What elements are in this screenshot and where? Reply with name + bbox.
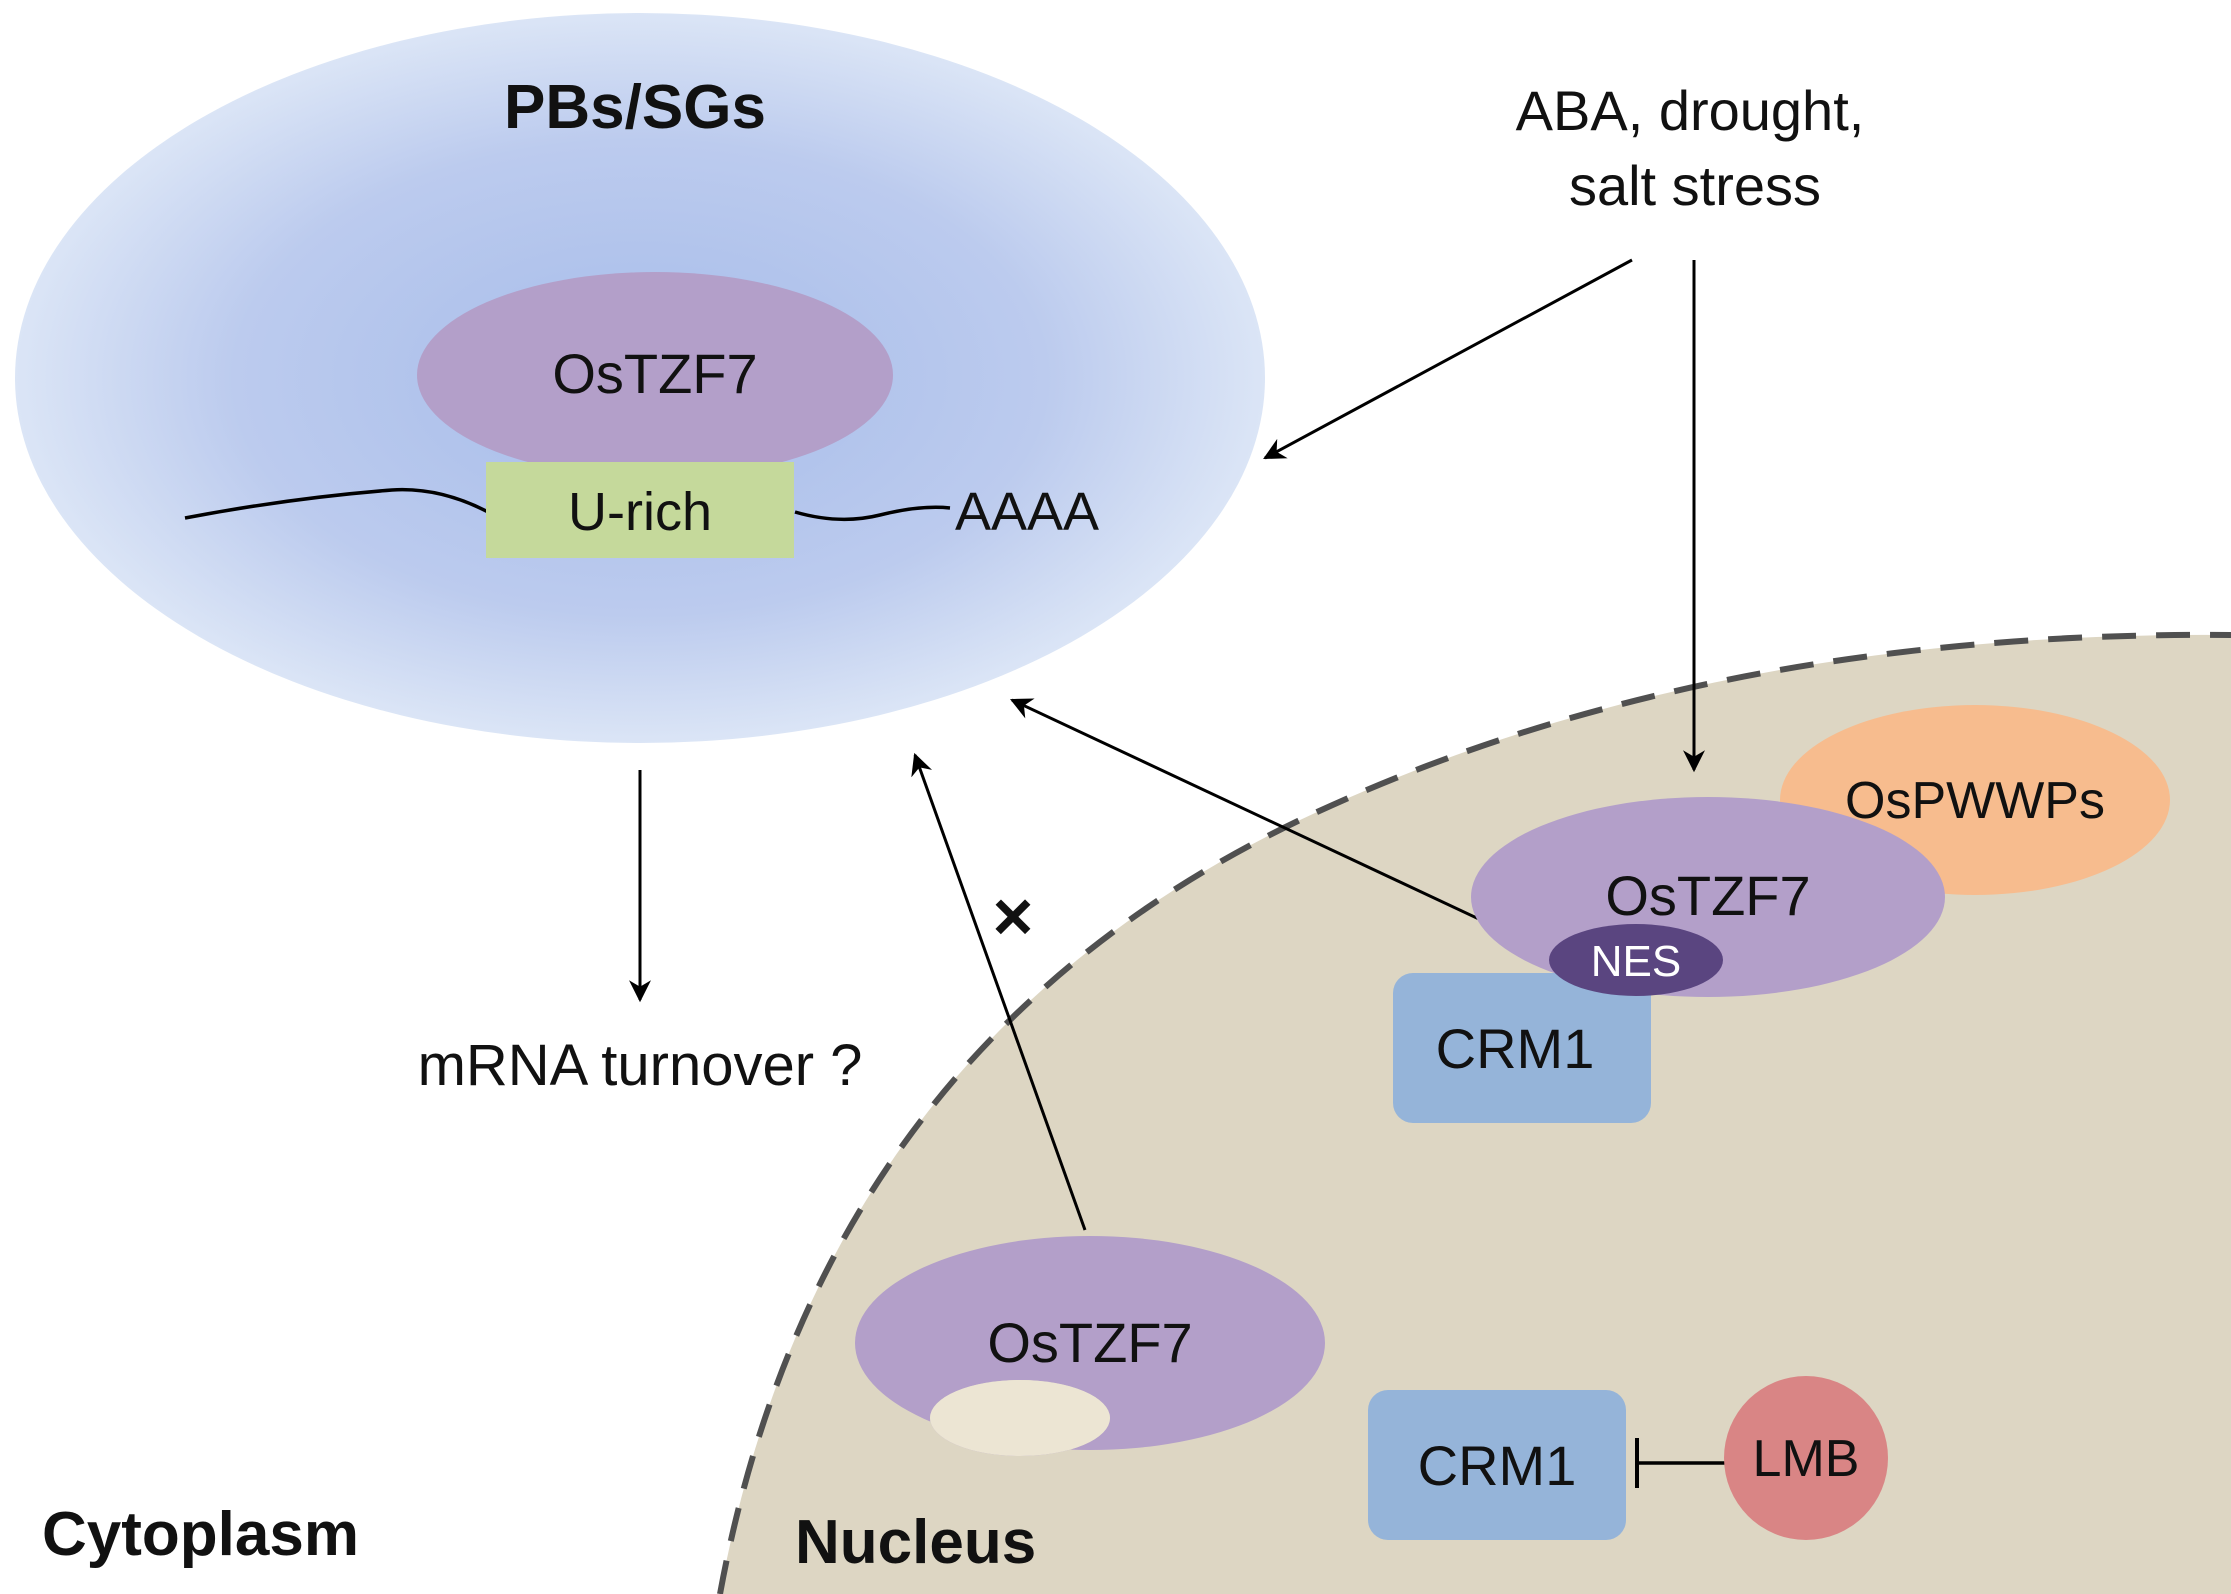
nes-signal	[1549, 924, 1723, 996]
stimulus-line1: ABA, drought,	[1516, 79, 1865, 142]
lmb-label: LMB	[1753, 1430, 1860, 1488]
arrow-stimulus-to-granule	[1263, 258, 1633, 460]
mrna-turnover-label: mRNA turnover ?	[418, 1033, 863, 1098]
stimulus-line2: salt stress	[1569, 154, 1821, 217]
ostzf7-granule	[417, 272, 893, 478]
ostzf7-granule-label: OsTZF7	[552, 342, 757, 405]
u-rich-label: U-rich	[568, 482, 712, 542]
nucleus-label: Nucleus	[795, 1508, 1036, 1577]
ospwwps-label: OsPWWPs	[1845, 772, 2105, 830]
crm1-upper-label: CRM1	[1436, 1017, 1595, 1080]
mrna-strand	[184, 487, 489, 520]
arrow-nes-export	[1010, 698, 1546, 952]
crm1-upper	[1393, 973, 1651, 1123]
arrow-blocked-export	[911, 752, 1087, 1231]
ostzf7-lower-cavity	[930, 1380, 1110, 1456]
polya-tail-label: AAAA	[955, 482, 1099, 542]
nes-label: NES	[1591, 937, 1681, 986]
ostzf7-lower-label: OsTZF7	[987, 1311, 1192, 1374]
crm1-lower	[1368, 1390, 1626, 1540]
mrna-strand-3prime	[794, 505, 951, 522]
granule-title: PBs/SGs	[504, 73, 766, 142]
lmb	[1724, 1376, 1888, 1540]
ostzf7-upper-label: OsTZF7	[1605, 864, 1810, 927]
crm1-lower-label: CRM1	[1418, 1434, 1577, 1497]
u-rich-element	[486, 462, 794, 558]
ostzf7-nuclear-lower	[854, 1235, 1326, 1456]
cytoplasm-label: Cytoplasm	[42, 1500, 359, 1569]
nuclear-envelope	[717, 631, 2231, 1594]
blocked-mark: ×	[993, 877, 1034, 955]
